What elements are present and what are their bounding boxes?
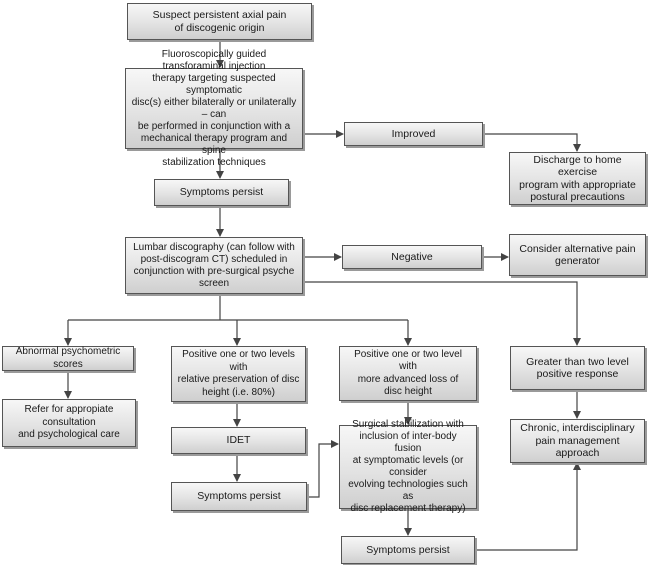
arrow-persist3-to-chronic [475, 462, 581, 551]
node-symptoms-persist-2: Symptoms persist [171, 482, 307, 511]
node-alternative-pain-generator: Consider alternative pain generator [509, 234, 646, 276]
connector-discography-branch-bus [68, 294, 408, 321]
node-surgical-stabilization: Surgical stabilization with inclusion of… [339, 419, 477, 514]
arrow-discography-to-greater [303, 281, 581, 346]
node-suspect-axial-pain: Suspect persistent axial pain of discoge… [127, 3, 312, 40]
node-idet: IDET [171, 427, 306, 454]
node-symptoms-persist-1: Symptoms persist [154, 179, 289, 206]
node-negative: Negative [342, 245, 482, 269]
arrow-persist2-to-surgical [307, 440, 339, 498]
node-chronic-pain-management: Chronic, interdisciplinary pain manageme… [510, 419, 645, 463]
node-improved: Improved [344, 122, 483, 146]
node-positive-preservation: Positive one or two levels with relative… [171, 346, 306, 402]
node-discharge-home-exercise: Discharge to home exercise program with … [509, 152, 646, 205]
node-refer-psychological-care: Refer for appropiate consultation and ps… [2, 399, 136, 447]
node-greater-than-two-level: Greater than two level positive response [510, 346, 645, 390]
node-abnormal-psychometric: Abnormal psychometric scores [2, 346, 134, 371]
node-lumbar-discography: Lumbar discography (can follow with post… [125, 237, 303, 294]
node-positive-disc-height-loss: Positive one or two level with more adva… [339, 346, 477, 401]
arrow-improved-to-discharge [483, 133, 581, 152]
node-fluoroscopic-injection: Fluoroscopically guided transforaminal i… [125, 49, 303, 168]
node-symptoms-persist-3: Symptoms persist [341, 536, 475, 564]
